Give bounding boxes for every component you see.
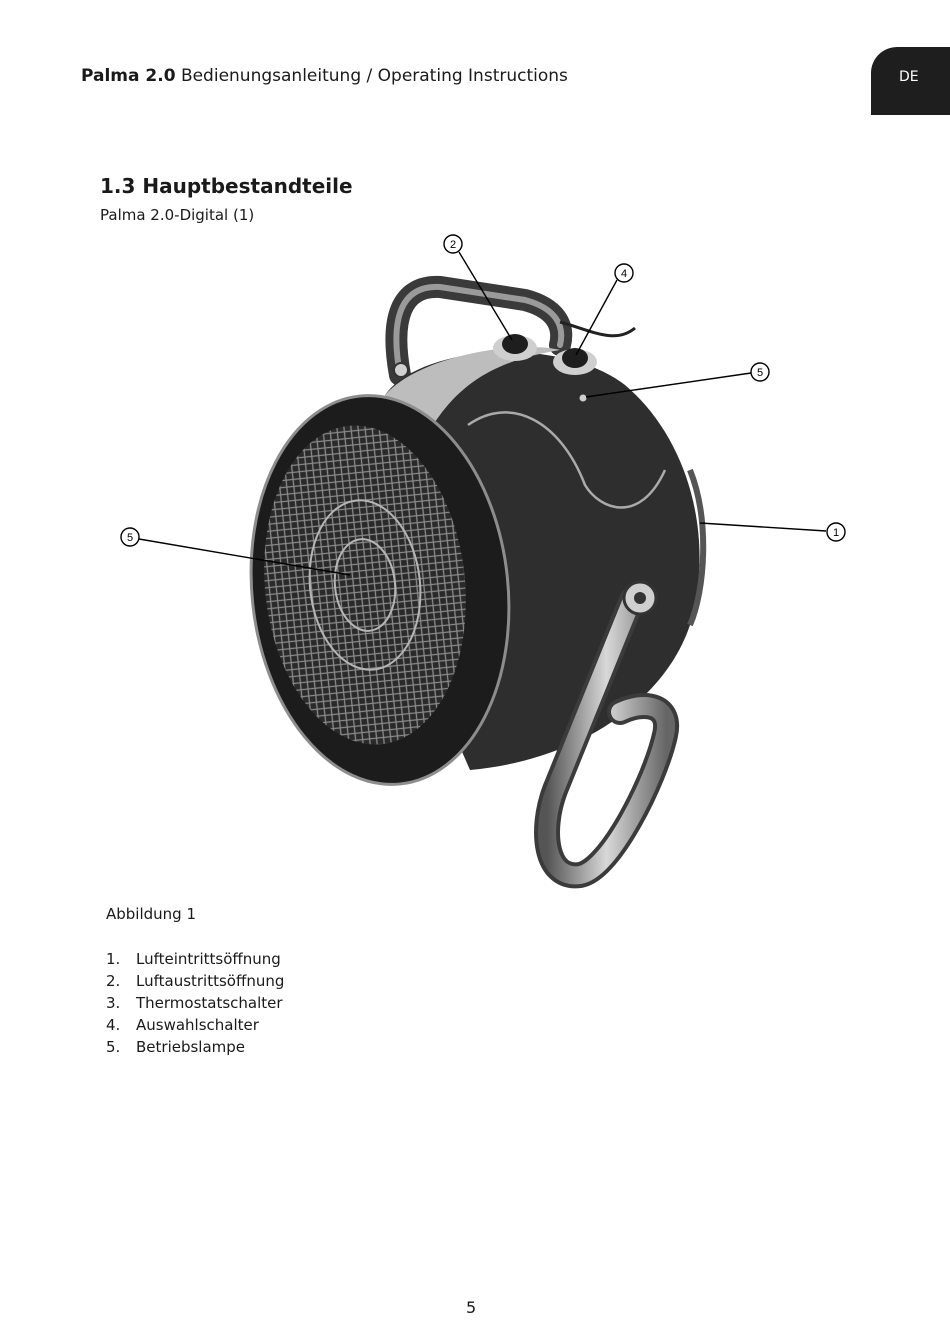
list-item: 1. Lufteintrittsöffnung [106, 948, 284, 970]
list-item: 5. Betriebslampe [106, 1036, 284, 1058]
power-cable [559, 320, 636, 338]
list-item-number: 5. [106, 1038, 121, 1056]
section-subtitle: Palma 2.0-Digital (1) [100, 206, 255, 224]
list-item-label: Thermostatschalter [136, 994, 283, 1012]
stand-frame [534, 580, 680, 889]
callout-2-label: 2 [450, 239, 456, 251]
language-tab: DE [871, 47, 950, 115]
callout-5-left-line [138, 538, 351, 576]
list-item-number: 1. [106, 950, 121, 968]
parts-list: 1. Lufteintrittsöffnung 2. Luftaustrittsöf… [106, 948, 284, 1058]
running-header: Palma 2.0 Bedienungsanleitung / Operatin… [81, 66, 568, 86]
figure-caption: Abbildung 1 [106, 905, 197, 923]
callout-4-line [575, 279, 618, 356]
callout-5-top-circle [750, 362, 770, 382]
callout-5-left-label: 5 [127, 532, 133, 544]
list-item: 4. Auswahlschalter [106, 1014, 284, 1036]
list-item-label: Luftaustrittsöffnung [136, 972, 285, 990]
page-number: 5 [466, 1298, 477, 1317]
callout-1-circle [826, 522, 846, 542]
callout-5-top-label: 5 [757, 367, 763, 379]
list-item-label: Betriebslampe [136, 1038, 246, 1056]
list-item-number: 4. [106, 1016, 121, 1034]
heater-illustration: 2 4 5 1 5 [120, 234, 846, 889]
language-tab-label: DE [899, 69, 919, 85]
callout-4-circle [614, 263, 634, 283]
operating-lamp [579, 394, 587, 402]
carry-handle [385, 275, 573, 386]
callout-4-label: 4 [621, 268, 627, 280]
list-item-number: 2. [106, 972, 121, 990]
list-item-label: Auswahlschalter [136, 1016, 259, 1034]
manual-title-en: / Operating Instructions [366, 66, 568, 86]
selector-knob [553, 348, 597, 375]
callout-5-left-circle [120, 527, 140, 547]
callout-2-circle [443, 234, 463, 254]
list-item: 2. Luftaustrittsöffnung [106, 970, 284, 992]
callout-1-line [699, 522, 827, 532]
thermostat-knob [493, 334, 537, 361]
front-grille [249, 394, 511, 786]
product-name: Palma 2.0 [81, 66, 176, 86]
callout-2-line [458, 251, 513, 341]
callout-1-label: 1 [833, 527, 839, 539]
list-item: 3. Thermostatschalter [106, 992, 284, 1014]
callout-5-top-line [585, 372, 752, 398]
list-item-label: Lufteintrittsöffnung [136, 950, 281, 968]
list-item-number: 3. [106, 994, 121, 1012]
manual-title-de: Bedienungsanleitung [180, 66, 362, 86]
section-title: 1.3 Hauptbestandteile [100, 174, 353, 198]
